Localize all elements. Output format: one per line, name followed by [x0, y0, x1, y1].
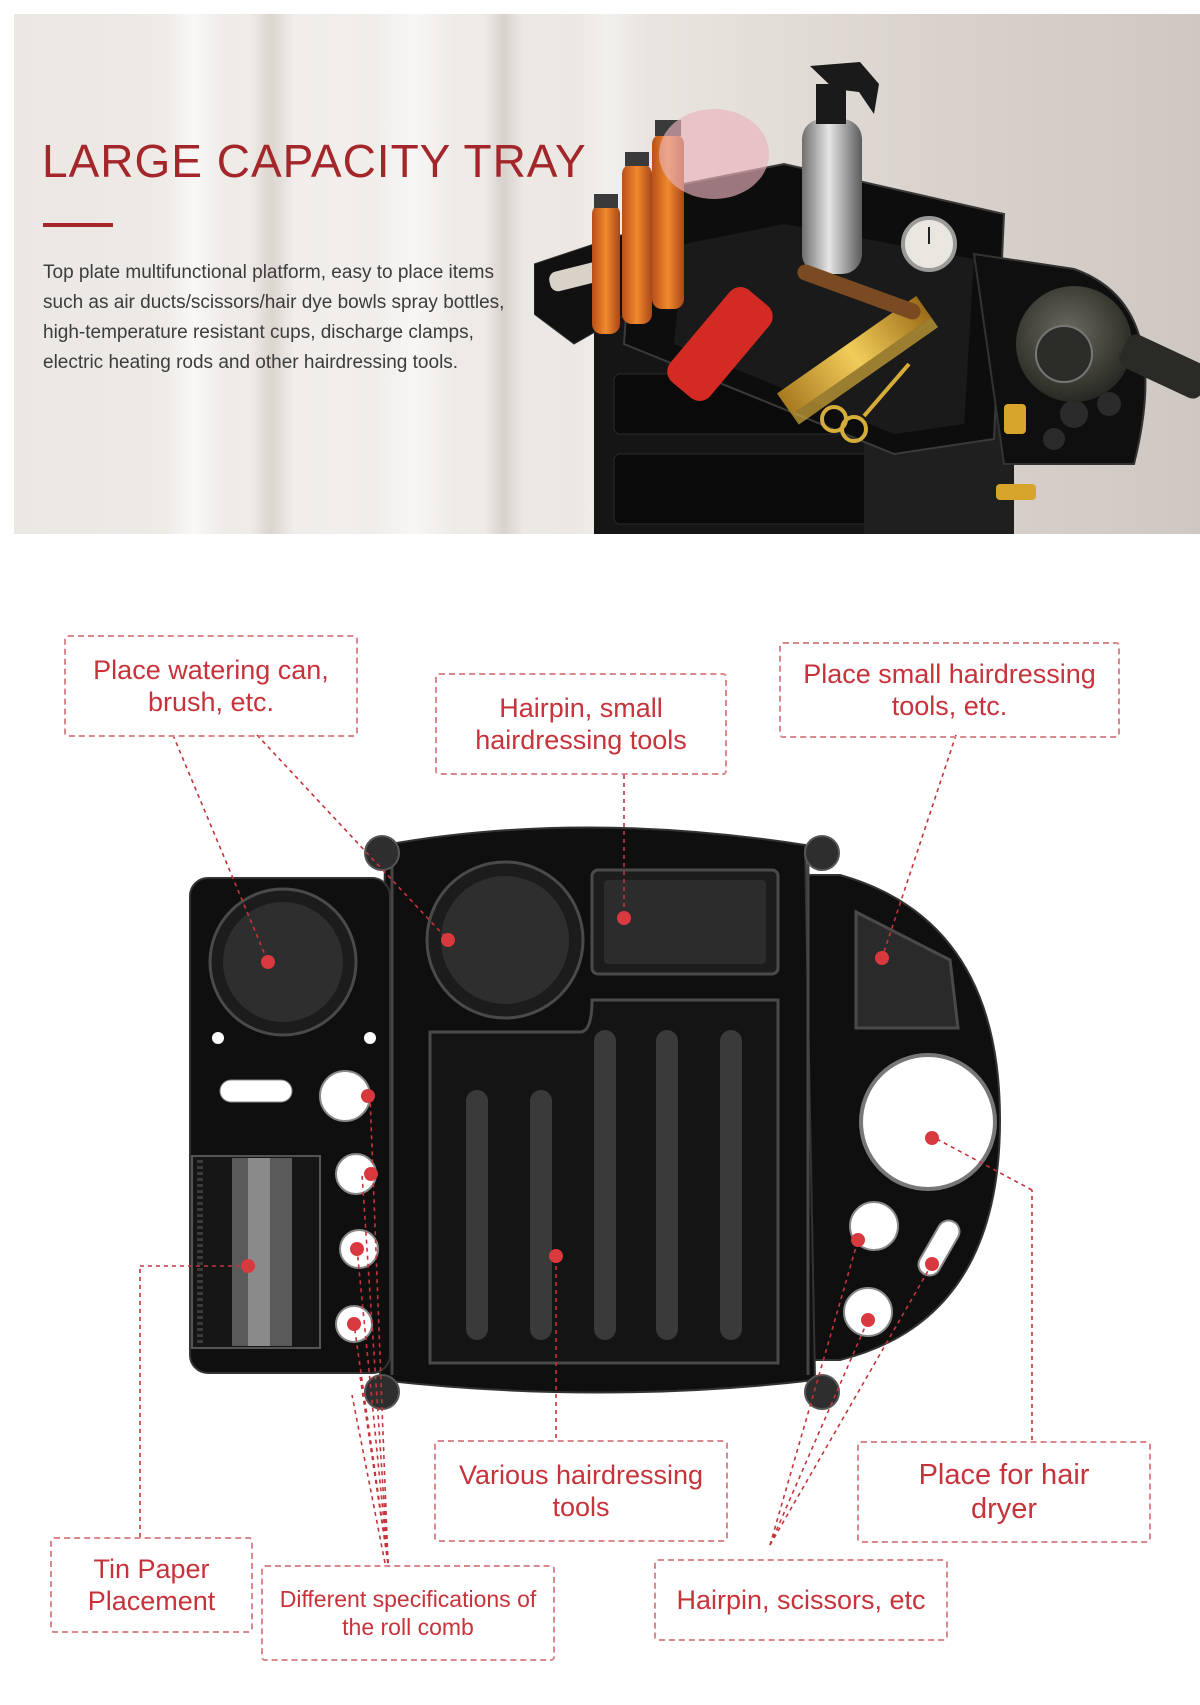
callout-hairpin-small-tools: Hairpin, small hairdressing tools: [435, 673, 727, 775]
slot-hole: [219, 1079, 293, 1103]
compartment-ribs: [466, 1030, 742, 1340]
callout-text: Place watering can, brush, etc.: [93, 655, 329, 717]
gold-comb: [776, 295, 939, 425]
callout-watering-can: Place watering can, brush, etc.: [64, 635, 358, 737]
callout-text: Place for hair dryer: [918, 1459, 1090, 1525]
callout-text: Hairpin, small hairdressing tools: [475, 693, 687, 755]
curtain-fold: [249, 14, 294, 534]
callout-dots: [241, 911, 939, 1331]
title-underline: [43, 223, 113, 227]
straight-razor: [797, 264, 921, 320]
callout-text: Different specifications of the roll com…: [279, 1586, 537, 1640]
spray-bottle: [802, 62, 879, 274]
hero-banner: LARGE CAPACITY TRAY Top plate multifunct…: [14, 14, 1200, 534]
tray-top-view-diagram: [139, 734, 1033, 1564]
callout-text: Various hairdressing tools: [458, 1460, 704, 1522]
hair-clipper: [667, 287, 773, 401]
curtain-fold: [164, 14, 224, 534]
tray-diagram-section: Place watering can, brush, etc. Hairpin,…: [0, 560, 1200, 1705]
callout-various-tools: Various hairdressing tools: [434, 1440, 728, 1542]
trolley-cart-illustration: [534, 62, 1200, 534]
callout-text: Place small hairdressing tools, etc.: [803, 659, 1096, 721]
hair-dryer-hole: [859, 1053, 997, 1191]
curtain-fold: [374, 14, 454, 534]
small-hole: [364, 1032, 376, 1044]
tinsel-decoration: [659, 109, 769, 199]
right-small-compartment: [854, 909, 960, 1030]
callout-hairpin-scissors: Hairpin, scissors, etc: [654, 1559, 948, 1641]
leader-lines: [139, 734, 1033, 1564]
callout-small-tools: Place small hairdressing tools, etc.: [779, 642, 1120, 738]
curtain-fold: [484, 14, 524, 534]
small-hole: [212, 1032, 224, 1044]
callout-text: Hairpin, scissors, etc: [676, 1585, 926, 1615]
callout-tin-paper: Tin Paper Placement: [50, 1537, 253, 1633]
callout-hair-dryer: Place for hair dryer: [857, 1441, 1151, 1543]
hero-description: Top plate multifunctional platform, easy…: [43, 262, 505, 373]
hair-dryer: [1016, 286, 1200, 402]
callout-roll-comb: Different specifications of the roll com…: [261, 1565, 555, 1661]
hero-title: LARGE CAPACITY TRAY: [42, 135, 587, 187]
hair-clips: [1004, 404, 1026, 434]
callout-text: Tin Paper Placement: [87, 1554, 216, 1616]
hairpin-hole: [843, 1287, 893, 1337]
